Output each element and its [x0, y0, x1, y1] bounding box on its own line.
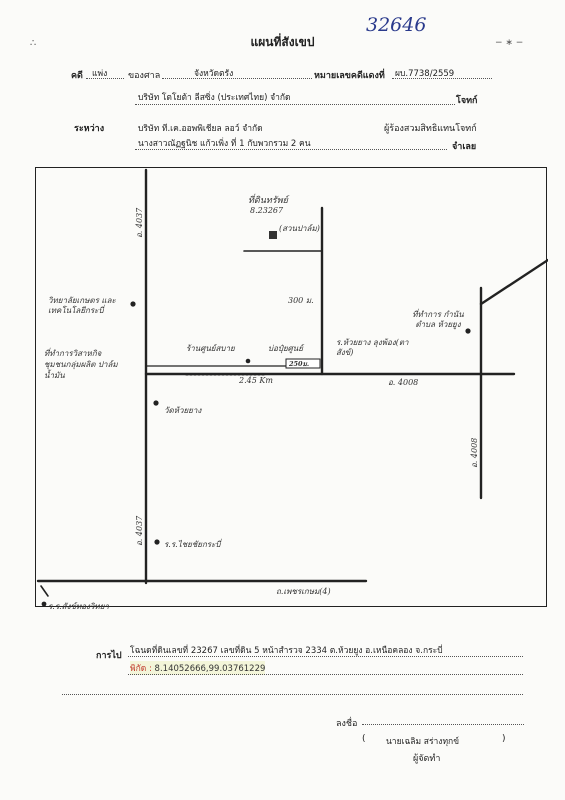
signer-role: ผู้จัดทำ: [413, 754, 441, 764]
shop-dot: [245, 358, 251, 364]
office-label: ที่ทำการวิสาหกิจ ชุมชนกลุ่มผลิต ปาล์มน้ำ…: [44, 349, 118, 380]
shop-label: ร้านศูนย์สบาย: [186, 344, 235, 353]
court-label: ของศาล: [128, 71, 161, 81]
assignee-role: ผู้ร้องสวมสิทธิแทนโจทก์: [384, 124, 477, 134]
black-case-label: หมายเลขคดีแดงที่: [314, 71, 385, 81]
school2-dot: [41, 601, 47, 607]
corner-mark-right: − ∗ −: [495, 38, 524, 48]
road-4008-right-label: อ. 4008: [470, 437, 479, 468]
sketch-map: ที่ดินทรัพย์ 8.23267 (สวนปาล์ม) 300 ม. 2…: [35, 167, 548, 611]
defendant-name: นางสาวณัฏฐนิช แก้วเพิ่ง ที่ 1 กับพวกรวม …: [138, 139, 311, 149]
land-label: ที่ดินทรัพย์: [248, 196, 288, 206]
directions-text: โฉนดที่ดินเลขที่ 23267 เลขที่ดิน 5 หน้าส…: [130, 646, 443, 656]
signer-name: นายเฉลิม สร่างทุกข์: [386, 737, 460, 747]
distance-2-45km: 2.45 Km: [239, 376, 273, 385]
college-dot: [130, 301, 136, 307]
black-case-no: ผบ.7738/2559: [395, 69, 455, 79]
page-title: แผนที่สังเขป: [250, 35, 315, 49]
case-label: คดี: [71, 71, 83, 81]
petkasem-label: ถ.เพชรเกษม(4): [276, 587, 331, 596]
road-branch-ne: [479, 258, 548, 306]
defendant-role: จำเลย: [452, 142, 477, 152]
school2-label: ร.ร.สังข์ทองวิทยา: [48, 602, 109, 611]
kamnan-label: ที่ทำการ กำนันตำบล ห้วยยูง: [412, 310, 464, 329]
road-4037-label-top: อ. 4037: [135, 207, 144, 238]
distance-250m: 250ม.: [289, 360, 310, 368]
kamnan-dot: [465, 328, 471, 334]
temple-dot: [153, 400, 159, 406]
signer-close-paren: ): [502, 734, 506, 744]
temple-label: วัดห้วยยาง: [164, 406, 202, 415]
land-note: (สวนปาล์ม): [279, 224, 320, 233]
assignee-name: บริษัท ที.เค.ออพพิเชียล ลอว์ จำกัด: [138, 124, 263, 134]
road-4008-label: อ. 4008: [388, 378, 419, 387]
coordinates-line: พิกัด : 8.14052666,99.03761229: [130, 661, 266, 675]
school-label: ร.ร.ไชยชัยกระบี่: [164, 540, 221, 549]
sign-label: ลงชื่อ: [336, 719, 358, 729]
land-no: 8.23267: [250, 206, 284, 215]
coordinates-label: พิกัด :: [130, 664, 152, 674]
coordinates-value: 8.14052666,99.03761229: [154, 664, 266, 674]
road-4037-label-bottom: อ. 4037: [135, 515, 144, 546]
court-name: จังหวัดตรัง: [194, 69, 234, 79]
corner-mark-left: ∴: [30, 38, 37, 49]
plaintiff-role: โจทก์: [456, 96, 478, 106]
school-dot: [154, 539, 160, 545]
land-marker: [269, 231, 277, 239]
between-label: ระหว่าง: [74, 124, 105, 134]
case-type: แพ่ง: [92, 69, 108, 79]
distance-300m: 300 ม.: [288, 296, 314, 305]
map-roads: [36, 168, 548, 607]
college-label: วิทยาลัยเกษตร และเทคโนโลยีกระบี่: [48, 296, 116, 315]
pond-label: บ่อปุ๋ยศูนย์: [268, 344, 303, 353]
signer-open-paren: (: [362, 734, 366, 744]
directions-label: การไป: [96, 651, 122, 661]
junction-label: ร.ห้วยยาง ลุงพ้อง(ตาสังข์): [336, 338, 409, 357]
handwritten-number: 32646: [366, 14, 427, 36]
plaintiff-name: บริษัท โตโยต้า ลีสซิ่ง (ประเทศไทย) จำกัด: [138, 93, 291, 103]
